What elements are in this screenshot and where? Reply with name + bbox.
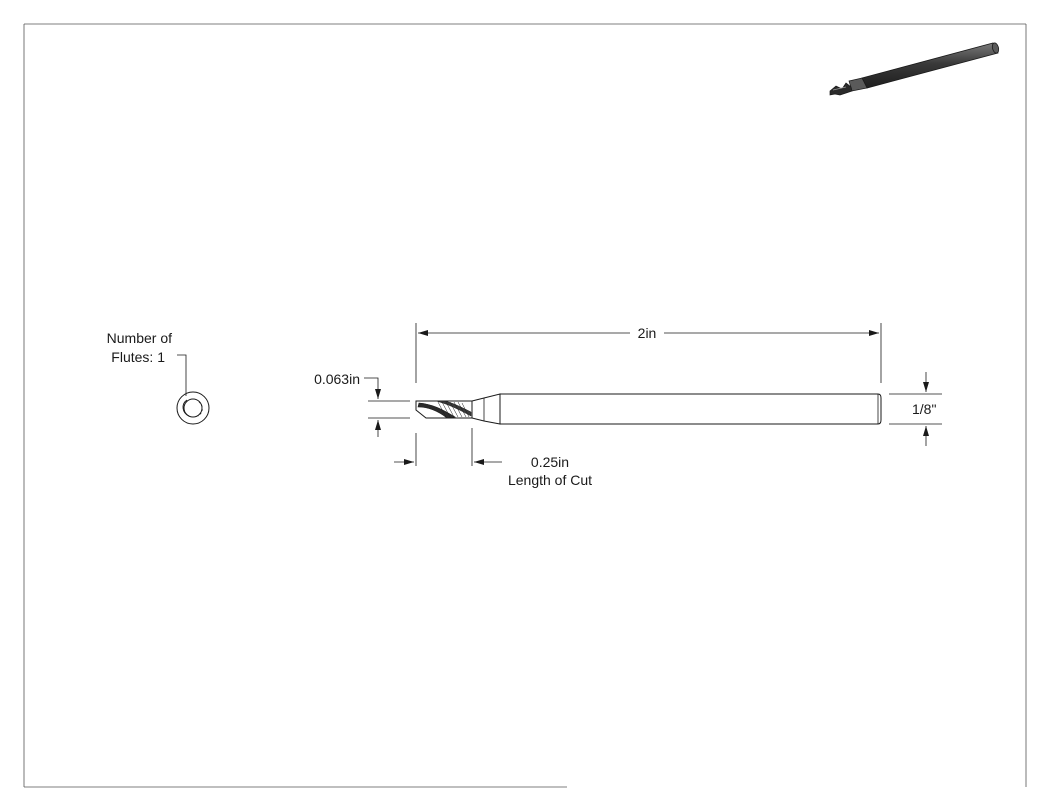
sheet-border (23, 23, 1027, 788)
shank-diameter-dimension (889, 372, 942, 446)
length-of-cut-value: 0.25in (531, 454, 569, 470)
iso-shank-end (991, 42, 1000, 54)
neck-outline (471, 393, 501, 425)
shank-diameter-label: 1/8" (912, 401, 936, 417)
tool-side-view (415, 393, 882, 425)
cutting-diameter-dimension (364, 377, 410, 437)
isometric-tool-view (829, 42, 1000, 96)
flutes-label-line2: Flutes: 1 (111, 349, 165, 365)
length-of-cut-dimension (394, 428, 502, 466)
iso-flute (829, 82, 853, 96)
flute-spiral (417, 402, 456, 419)
length-of-cut-caption: Length of Cut (508, 472, 592, 488)
overall-length-label: 2in (638, 325, 657, 341)
iso-shank (861, 42, 999, 89)
cutting-diameter-label: 0.063in (314, 371, 360, 387)
flutes-label-line1: Number of (107, 330, 172, 346)
shank-outline (499, 393, 882, 425)
overall-length-dimension (415, 323, 882, 383)
end-view (176, 354, 210, 425)
